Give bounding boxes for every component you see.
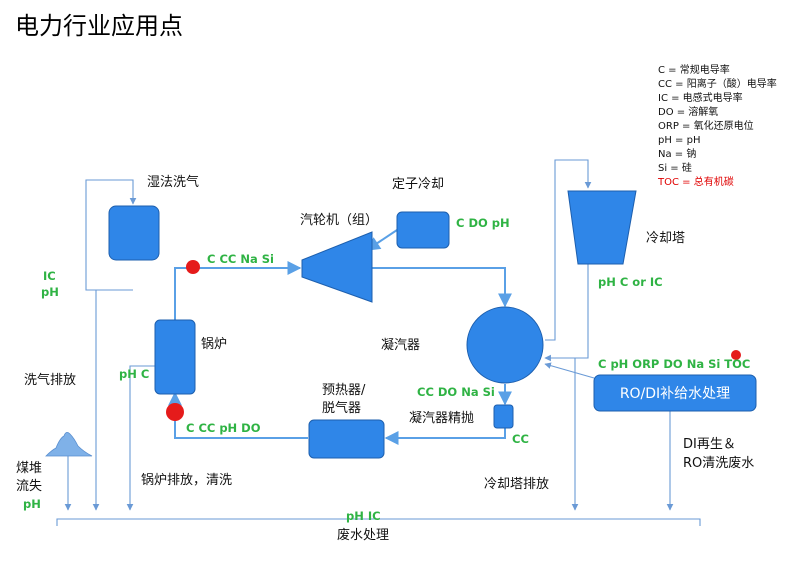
legend-item: TOC = 总有机碳 bbox=[657, 175, 734, 188]
ro-di-label: RO/DI补给水处理 bbox=[620, 386, 730, 402]
legend-item: C = 常规电导率 bbox=[658, 63, 730, 76]
preheater-label: 脱气器 bbox=[322, 400, 361, 416]
legend-item: Si = 硅 bbox=[658, 161, 692, 174]
sampling-point-marker bbox=[166, 403, 184, 421]
cooling-tower-supply-line bbox=[545, 159, 592, 341]
boiler-discharge-label: 锅炉排放，清洗 bbox=[141, 472, 232, 488]
param-label: pH bbox=[41, 285, 59, 299]
turbine bbox=[301, 231, 373, 303]
legend-item: Na = 钠 bbox=[658, 147, 696, 160]
boiler bbox=[154, 319, 196, 395]
preheater-deaerator bbox=[308, 419, 385, 459]
ro-di-unit bbox=[593, 374, 757, 412]
legend: C = 常规电导率 CC = 阳离子（酸）电导率 IC = 电感式电导率 DO … bbox=[657, 63, 777, 188]
preheater-label: 预热器/ bbox=[322, 383, 366, 398]
legend-item: ORP = 氧化还原电位 bbox=[658, 119, 754, 132]
sampling-point-marker bbox=[186, 260, 200, 274]
scrubber-vessel bbox=[108, 205, 160, 261]
scrubber-loop-line bbox=[85, 179, 137, 291]
coal-pile-label: 煤堆 bbox=[16, 461, 42, 476]
legend-item: pH = pH bbox=[658, 135, 700, 146]
coal-pile-icon bbox=[45, 432, 93, 457]
param-label: pH C or IC bbox=[598, 275, 663, 289]
ro-di-to-condenser-line bbox=[544, 362, 595, 379]
boiler-discharge-line bbox=[126, 365, 155, 511]
param-label: C CC pH DO bbox=[186, 421, 261, 435]
param-label: pH bbox=[23, 497, 41, 511]
scrubber-label: 湿法洗气 bbox=[147, 174, 199, 190]
waste-treatment-label: 废水处理 bbox=[337, 527, 389, 543]
condenser-label: 凝汽器 bbox=[381, 337, 420, 353]
param-label: C CC Na Si bbox=[207, 252, 274, 266]
stator-cooling-label: 定子冷却 bbox=[392, 177, 444, 192]
flow-boiler-to-turbine bbox=[174, 261, 302, 320]
cooling-tower-discharge-label: 冷却塔排放 bbox=[484, 477, 549, 492]
boiler-label: 锅炉 bbox=[201, 336, 227, 352]
legend-item: CC = 阳离子（酸）电导率 bbox=[658, 77, 777, 90]
param-label: pH IC bbox=[346, 509, 381, 523]
stator-cooling-unit bbox=[396, 211, 450, 249]
sampling-point-marker bbox=[731, 350, 741, 360]
param-label: CC bbox=[512, 432, 529, 446]
condenser bbox=[466, 306, 544, 384]
coal-pile-label: 流失 bbox=[16, 479, 42, 494]
waste-treatment-bracket bbox=[56, 518, 701, 526]
param-label: C pH ORP DO Na Si TOC bbox=[598, 357, 750, 371]
cooling-tower-label: 冷却塔 bbox=[646, 231, 685, 246]
legend-item: DO = 溶解氧 bbox=[658, 105, 718, 118]
condensate-polisher bbox=[493, 404, 514, 429]
cooling-tower bbox=[567, 190, 637, 265]
scrubber-discharge-label: 洗气排放 bbox=[24, 372, 76, 388]
page-title: 电力行业应用点 bbox=[15, 12, 183, 40]
param-label: IC bbox=[43, 269, 56, 283]
cooling-tower-return-line bbox=[544, 264, 589, 362]
turbine-label: 汽轮机（组） bbox=[300, 213, 378, 228]
param-label: C DO pH bbox=[456, 216, 510, 230]
flow-turbine-to-condenser bbox=[372, 267, 512, 308]
flow-polisher-to-preheater bbox=[384, 428, 506, 445]
legend-item: IC = 电感式电导率 bbox=[658, 91, 743, 104]
param-label: pH C bbox=[119, 367, 149, 381]
di-waste-label: RO清洗废水 bbox=[683, 455, 754, 471]
di-waste-label: DI再生＆ bbox=[683, 437, 736, 452]
param-label: CC DO Na Si bbox=[417, 385, 495, 399]
polisher-label: 凝汽器精抛 bbox=[409, 410, 474, 426]
